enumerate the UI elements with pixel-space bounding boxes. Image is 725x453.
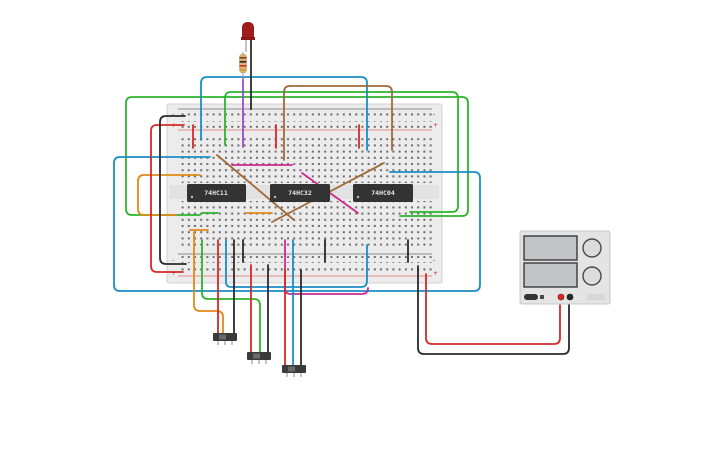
svg-text:–: – bbox=[172, 258, 175, 264]
svg-text:–: – bbox=[433, 112, 436, 118]
power-indicator bbox=[540, 295, 544, 299]
power-supply[interactable] bbox=[519, 230, 611, 305]
wire-brown[interactable] bbox=[283, 85, 393, 161]
wire-green[interactable] bbox=[125, 96, 469, 217]
wire-orange[interactable] bbox=[193, 231, 224, 337]
slide-switch-2[interactable] bbox=[247, 352, 271, 364]
ic-chip-3[interactable]: 74HC04 bbox=[353, 184, 413, 202]
svg-text:+: + bbox=[433, 122, 438, 129]
wire-black[interactable] bbox=[417, 265, 570, 355]
led[interactable] bbox=[241, 22, 255, 110]
ic-chip-2[interactable]: 74HC32 bbox=[270, 184, 330, 202]
ic-label: 74HC11 bbox=[204, 189, 228, 197]
psu-wires bbox=[417, 265, 570, 355]
svg-text:–: – bbox=[172, 112, 175, 118]
svg-text:+: + bbox=[171, 270, 176, 277]
wire-blue[interactable] bbox=[113, 156, 481, 292]
psu-badge bbox=[587, 294, 605, 300]
wire-red[interactable] bbox=[150, 124, 185, 273]
wire-black[interactable] bbox=[159, 115, 187, 265]
slide-switch-1[interactable] bbox=[213, 333, 237, 345]
wire-blue[interactable] bbox=[200, 76, 368, 151]
loop-wires bbox=[113, 76, 481, 295]
wire-orange[interactable] bbox=[137, 174, 201, 216]
resistor[interactable] bbox=[239, 52, 247, 80]
switch-wires bbox=[193, 231, 302, 369]
svg-text:+: + bbox=[433, 270, 438, 277]
svg-text:–: – bbox=[433, 258, 436, 264]
wire-brown[interactable] bbox=[216, 154, 295, 221]
wire-green[interactable] bbox=[224, 91, 459, 213]
wire-blue[interactable] bbox=[225, 239, 368, 288]
power-button[interactable] bbox=[524, 294, 538, 300]
ic-label: 74HC04 bbox=[371, 189, 395, 197]
current-display bbox=[523, 262, 578, 288]
jumpers bbox=[189, 76, 409, 263]
current-knob[interactable] bbox=[582, 266, 602, 286]
voltage-knob[interactable] bbox=[582, 238, 602, 258]
negative-terminal[interactable] bbox=[566, 293, 574, 301]
voltage-display bbox=[523, 235, 578, 261]
bottom-power-rails: – + – + bbox=[171, 253, 438, 277]
wire-red[interactable] bbox=[425, 273, 561, 345]
wire-green[interactable] bbox=[201, 239, 261, 356]
lower-terminal-strip bbox=[178, 201, 432, 247]
slide-switch-3[interactable] bbox=[282, 365, 306, 377]
ic-chip-1[interactable]: 74HC11 bbox=[187, 184, 246, 202]
positive-terminal[interactable] bbox=[557, 293, 565, 301]
ic-label: 74HC32 bbox=[288, 189, 312, 197]
